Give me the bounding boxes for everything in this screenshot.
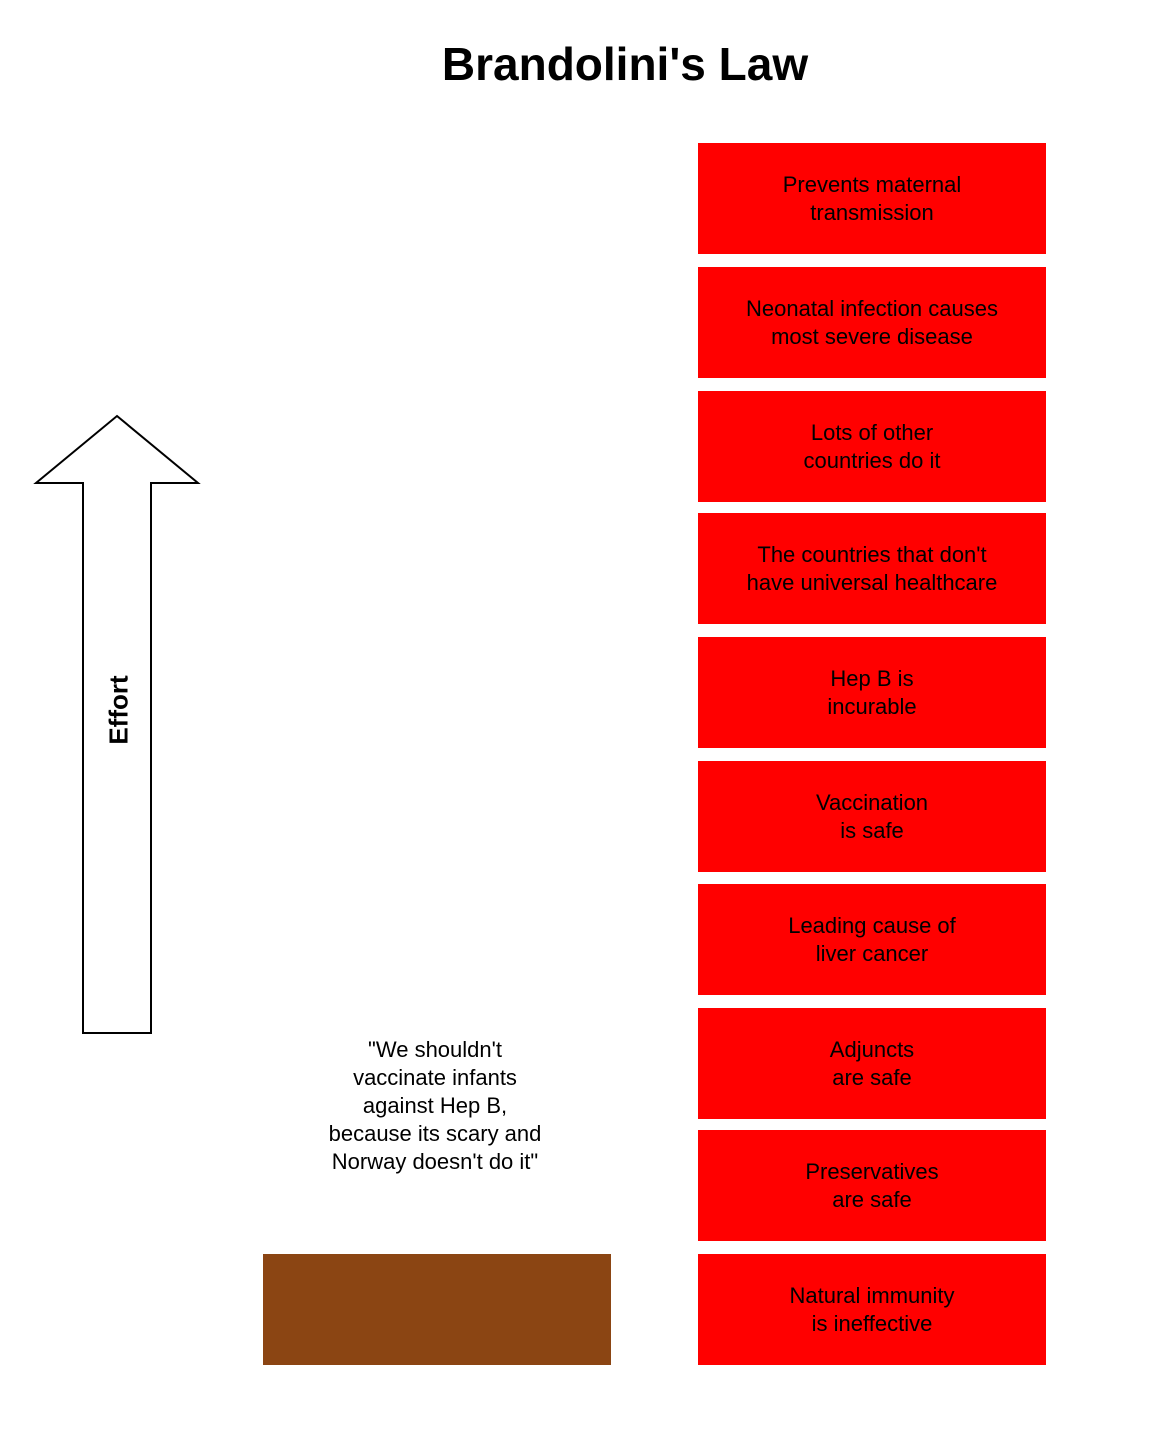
- effort-label: Effort: [103, 675, 134, 745]
- claim-text: "We shouldn't vaccinate infants against …: [300, 1036, 570, 1176]
- rebuttal-block: The countries that don't have universal …: [698, 513, 1046, 624]
- effort-arrow: [32, 413, 202, 1037]
- claim-line: because its scary and: [328, 1121, 542, 1146]
- claim-block: [263, 1254, 611, 1365]
- claim-line: Norway doesn't do it": [331, 1149, 539, 1174]
- claim-line: vaccinate infants: [353, 1065, 517, 1090]
- rebuttal-line: The countries that don't: [757, 541, 987, 567]
- rebuttal-block: Vaccination is safe: [698, 761, 1046, 872]
- rebuttal-line: are safe: [832, 1064, 912, 1090]
- rebuttal-line: liver cancer: [815, 940, 929, 966]
- rebuttal-block: Leading cause of liver cancer: [698, 884, 1046, 995]
- rebuttal-line: is safe: [840, 817, 904, 843]
- rebuttal-line: Prevents maternal: [782, 171, 962, 197]
- claim-line: "We shouldn't: [368, 1037, 502, 1062]
- rebuttal-line: incurable: [827, 693, 917, 719]
- rebuttal-line: countries do it: [803, 447, 941, 473]
- rebuttal-block: Hep B is incurable: [698, 637, 1046, 748]
- claim-line: against Hep B,: [362, 1093, 508, 1118]
- rebuttal-block: Lots of other countries do it: [698, 391, 1046, 502]
- rebuttal-line: is ineffective: [811, 1310, 933, 1336]
- rebuttal-block: Prevents maternal transmission: [698, 143, 1046, 254]
- rebuttal-line: are safe: [832, 1186, 912, 1212]
- rebuttal-block: Neonatal infection causes most severe di…: [698, 267, 1046, 378]
- rebuttal-line: Hep B is: [830, 665, 914, 691]
- rebuttal-line: Leading cause of: [788, 912, 956, 938]
- rebuttal-line: most severe disease: [771, 323, 973, 349]
- rebuttal-line: transmission: [810, 199, 934, 225]
- up-arrow-icon: [33, 414, 201, 1034]
- diagram-title: Brandolini's Law: [441, 38, 809, 90]
- rebuttal-block: Natural immunity is ineffective: [698, 1254, 1046, 1365]
- rebuttal-block: Adjuncts are safe: [698, 1008, 1046, 1119]
- rebuttal-line: Lots of other: [810, 419, 934, 445]
- rebuttal-line: Adjuncts: [829, 1036, 915, 1062]
- rebuttal-line: Vaccination: [815, 789, 929, 815]
- rebuttal-line: have universal healthcare: [746, 569, 998, 595]
- rebuttal-line: Natural immunity: [789, 1282, 955, 1308]
- rebuttal-block: Preservatives are safe: [698, 1130, 1046, 1241]
- rebuttal-line: Preservatives: [805, 1158, 939, 1184]
- rebuttal-line: Neonatal infection causes: [746, 295, 998, 321]
